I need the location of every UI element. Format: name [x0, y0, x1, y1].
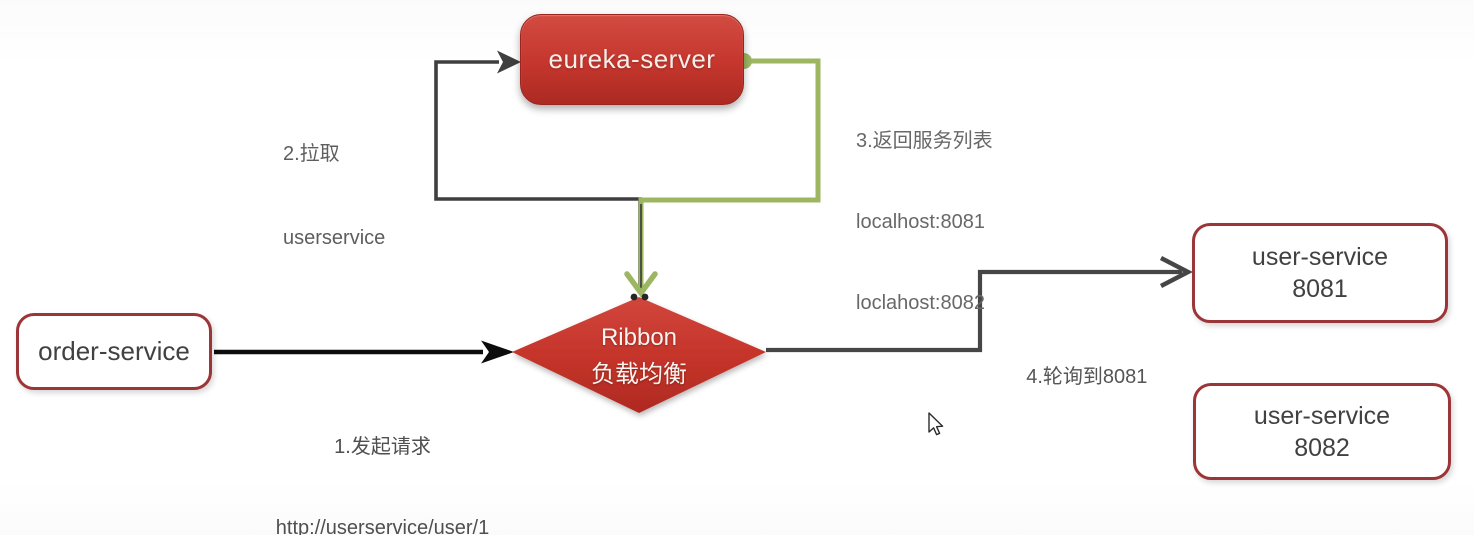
ribbon-diamond: [512, 297, 766, 413]
label-request-line2: http://userservice/user/1: [275, 517, 490, 535]
eureka-server-node: eureka-server: [520, 14, 744, 105]
user-service-8082-name: user-service: [1253, 401, 1391, 430]
request-arrowhead: [481, 340, 514, 364]
ribbon-node-label: Ribbon 负载均衡: [514, 319, 764, 393]
label-return-service-list: 3.返回服务列表 localhost:8081 loclahost:8082: [856, 74, 993, 371]
label-return-line3: loclahost:8082: [856, 292, 985, 314]
user-service-8081-node: user-service 8081: [1192, 223, 1448, 323]
label-initiate-request: 1.发起请求 http://userservice/user/1: [240, 380, 525, 535]
user-service-8082-node: user-service 8082: [1193, 383, 1451, 480]
label-request-line1: 1.发起请求: [334, 436, 431, 458]
label-return-line1: 3.返回服务列表: [856, 130, 993, 152]
label-pull-userservice: 2.拉取 userservice: [283, 84, 385, 308]
mouse-pointer-icon: [928, 412, 944, 436]
label-return-line2: localhost:8081: [856, 211, 985, 233]
anchor-dot-right: [641, 293, 649, 301]
label-pull-line1: 2.拉取: [283, 143, 340, 165]
ribbon-title: Ribbon: [600, 324, 678, 351]
label-poll-text: 4.轮询到8081: [1026, 366, 1148, 388]
pull-arrowhead: [497, 50, 521, 74]
poll-arrowhead: [1159, 256, 1193, 288]
user-service-8081-port: 8081: [1292, 275, 1348, 303]
order-service-node: order-service: [16, 313, 212, 390]
poll-arrow-line: [766, 269, 1182, 353]
label-poll-8081: 4.轮询到8081: [1004, 337, 1147, 412]
user-service-8082-port: 8082: [1294, 433, 1350, 462]
ribbon-subtitle: 负载均衡: [591, 361, 687, 388]
user-service-8081-name: user-service: [1251, 243, 1389, 271]
label-pull-line2: userservice: [283, 227, 386, 249]
anchor-dot-left: [630, 293, 638, 301]
order-service-label: order-service: [38, 336, 190, 366]
return-arrowhead: [624, 271, 658, 298]
eureka-server-label: eureka-server: [548, 44, 716, 74]
